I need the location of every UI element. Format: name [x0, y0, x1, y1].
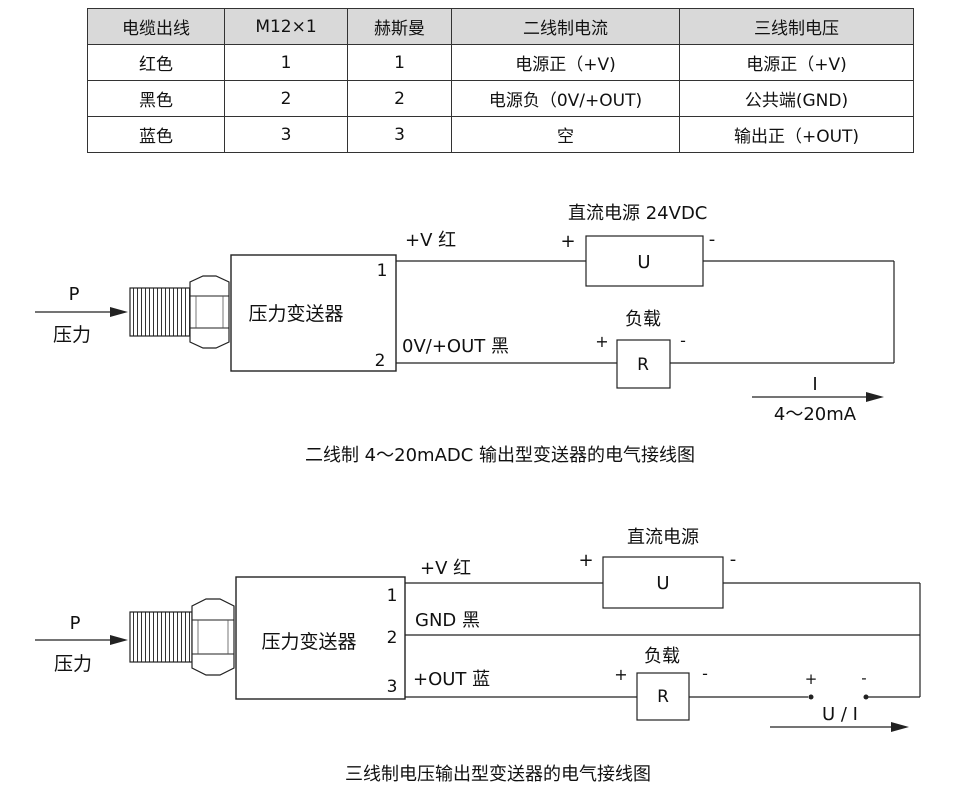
load-plus: + [614, 665, 627, 684]
transmitter-label: 压力变送器 [248, 303, 343, 325]
output-symbol: U / I [822, 704, 858, 725]
table-cell: 3 [224, 116, 348, 153]
load-label: 负载 [644, 646, 680, 667]
header-two-wire-current: 二线制电流 [451, 8, 680, 45]
pressure-arrowhead [110, 307, 128, 317]
table-cell: 1 [224, 44, 348, 81]
two-wire-diagram: P 压力 压力变送器 1 2 +V 红 直流电源 24VDC + - U 0V/… [35, 203, 895, 466]
pin-3-label: 3 [387, 677, 398, 697]
pin-2-label: 2 [375, 351, 386, 371]
supply-plus: + [578, 550, 593, 571]
load-minus: - [680, 331, 686, 350]
supply-box-label: U [656, 573, 669, 594]
current-arrowhead [866, 392, 884, 402]
load-box-label: R [637, 355, 649, 375]
pin-1-label: 1 [387, 586, 398, 606]
pressure-arrowhead [110, 635, 128, 645]
table-row: 黑色 2 2 电源负（0V/+OUT) 公共端(GND) [87, 80, 914, 117]
diagram2-caption: 三线制电压输出型变送器的电气接线图 [345, 764, 651, 785]
table-cell: 3 [347, 116, 452, 153]
pin-2-label: 2 [387, 628, 398, 648]
supply-label: 直流电源 24VDC [568, 203, 707, 224]
pressure-label: 压力 [53, 324, 91, 346]
wire-positive-label: +V 红 [405, 230, 456, 251]
pressure-sensor-fitting [129, 275, 230, 349]
pressure-symbol: P [70, 613, 81, 634]
transmitter-box [230, 254, 397, 372]
output-terminal-positive [808, 694, 814, 700]
wire-positive-label: +V 红 [420, 558, 471, 579]
pressure-label: 压力 [54, 653, 92, 675]
diagram1-caption: 二线制 4～20mADC 输出型变送器的电气接线图 [305, 445, 695, 466]
table-cell: 黑色 [87, 80, 225, 117]
table-cell: 公共端(GND) [679, 80, 914, 117]
table-row: 蓝色 3 3 空 输出正（+OUT) [87, 116, 914, 153]
transmitter-label: 压力变送器 [261, 631, 356, 653]
table-cell: 2 [224, 80, 348, 117]
load-box [616, 339, 671, 389]
header-three-wire-voltage: 三线制电压 [679, 8, 914, 45]
transmitter-box [235, 576, 406, 700]
table-cell: 空 [451, 116, 680, 153]
wire-negative-label: 0V/+OUT 黑 [402, 336, 509, 357]
table-cell: 蓝色 [87, 116, 225, 153]
load-label: 负载 [625, 309, 661, 330]
current-symbol: I [812, 374, 817, 395]
table-header-row: 电缆出线 M12×1 赫斯曼 二线制电流 三线制电压 [87, 8, 914, 45]
table-row: 红色 1 1 电源正（+V) 电源正（+V) [87, 44, 914, 81]
table-cell: 输出正（+OUT) [679, 116, 914, 153]
load-box-label: R [657, 687, 669, 707]
supply-box-label: U [637, 252, 650, 273]
supply-plus: + [560, 231, 575, 252]
current-range: 4～20mA [774, 404, 857, 425]
load-minus: - [702, 664, 708, 683]
output-minus: - [861, 669, 866, 687]
supply-minus: - [709, 229, 716, 250]
wire-ground-label: GND 黑 [415, 610, 480, 631]
supply-label: 直流电源 [627, 527, 699, 548]
three-wire-diagram: P 压力 压力变送器 1 2 3 +V 红 直流电源 + - U GND 黑 [35, 527, 921, 785]
load-plus: + [595, 332, 608, 351]
pin-1-label: 1 [377, 261, 388, 281]
supply-box [602, 556, 724, 609]
output-plus: + [805, 670, 818, 688]
output-arrowhead [891, 722, 909, 732]
load-box [636, 672, 690, 721]
table-cell: 电源负（0V/+OUT) [451, 80, 680, 117]
wiring-table: 电缆出线 M12×1 赫斯曼 二线制电流 三线制电压 红色 1 1 电源正（+V… [87, 8, 914, 153]
wire-output-label: +OUT 蓝 [413, 669, 490, 690]
supply-minus: - [730, 549, 737, 570]
pressure-symbol: P [69, 284, 80, 305]
table-cell: 电源正（+V) [679, 44, 914, 81]
pressure-sensor-fitting [129, 598, 235, 676]
table-cell: 1 [347, 44, 452, 81]
header-cable-color: 电缆出线 [87, 8, 225, 45]
